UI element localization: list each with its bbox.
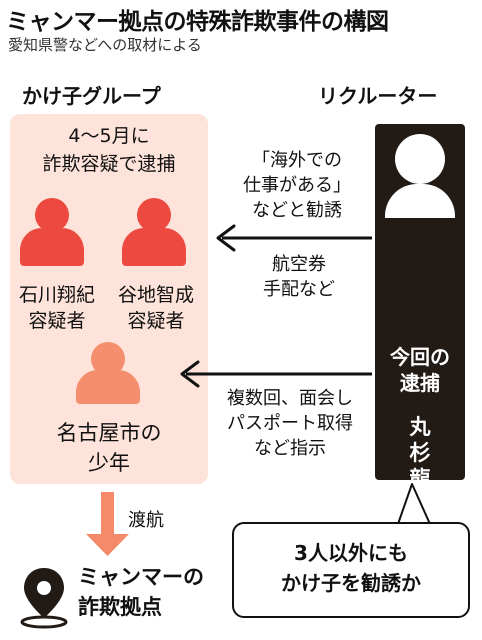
upper-note-line-1: 航空券 <box>272 254 326 275</box>
minor-person-icon <box>76 342 140 404</box>
callout-line-2: かけ子を勧誘か <box>281 571 421 595</box>
lower-arrow-note: 複数回、面会し パスポート取得 など指示 <box>206 386 374 461</box>
group-arrest-line-1: 4～5月に <box>68 125 150 147</box>
recruiter-arrest-note: 今回の 逮捕 <box>375 344 465 396</box>
lower-note-line-2: パスポート取得 <box>227 413 353 434</box>
recruiter-name-char: 龍 <box>409 467 431 491</box>
destination-line-2: 詐欺拠点 <box>78 595 162 619</box>
suspect-2-title-line: 容疑者 <box>127 310 185 332</box>
source-note: 愛知県警などへの取材による <box>8 36 202 54</box>
upper-arrow <box>216 224 372 252</box>
suspect-2-person-icon <box>122 198 186 266</box>
upper-quote-line-1: 「海外での <box>252 150 342 171</box>
upper-quote-line-3: などと勧誘 <box>252 200 342 221</box>
recruiter-title: リクルーター <box>318 84 438 108</box>
recruiter-name-char: 杉 <box>409 441 431 465</box>
callout-line-1: 3人以外にも <box>294 541 408 565</box>
lower-note-line-3: など指示 <box>254 438 326 459</box>
travel-arrow <box>86 492 129 556</box>
suspect-2-name-line: 谷地智成 <box>117 284 194 306</box>
destination-line-1: ミャンマーの <box>78 565 204 589</box>
group-panel <box>10 114 208 484</box>
upper-arrow-quote: 「海外での 仕事がある」 などと勧誘 <box>222 148 372 223</box>
minor-label: 名古屋市の 少年 <box>10 418 208 478</box>
lower-note-line-1: 複数回、面会し <box>227 388 353 409</box>
callout-pointer <box>397 483 431 525</box>
recruiter-arrest-line-1: 今回の <box>390 345 450 369</box>
recruiter-arrest-line-2: 逮捕 <box>400 371 440 395</box>
suspect-1-title-line: 容疑者 <box>28 310 86 332</box>
callout-box <box>232 522 470 618</box>
group-arrest-text: 4～5月に 詐欺容疑で逮捕 <box>10 122 208 178</box>
suspect-2-name: 谷地智成 容疑者 <box>110 282 202 334</box>
minor-label-line-1: 名古屋市の <box>56 421 162 445</box>
group-title: かけ子グループ <box>22 84 161 108</box>
minor-label-line-2: 少年 <box>88 451 130 475</box>
travel-label: 渡航 <box>128 510 164 531</box>
recruiter-person-icon <box>395 134 445 184</box>
recruiter-name-char: 丸 <box>409 415 431 439</box>
location-pin-icon <box>20 568 68 629</box>
callout-text: 3人以外にも かけ子を勧誘か <box>232 538 470 598</box>
suspect-1-person-icon <box>20 198 84 266</box>
suspect-1-name-line: 石川翔紀 <box>18 284 95 306</box>
upper-quote-line-2: 仕事がある」 <box>243 175 351 196</box>
upper-note-line-2: 手配など <box>263 279 335 300</box>
group-arrest-line-2: 詐欺容疑で逮捕 <box>42 153 176 175</box>
suspect-1-name: 石川翔紀 容疑者 <box>12 282 102 334</box>
destination-label: ミャンマーの 詐欺拠点 <box>78 562 204 622</box>
upper-arrow-note: 航空券 手配など <box>234 252 364 302</box>
lower-arrow <box>180 360 372 388</box>
diagram-title: ミャンマー拠点の特殊詐欺事件の構図 <box>6 9 389 35</box>
